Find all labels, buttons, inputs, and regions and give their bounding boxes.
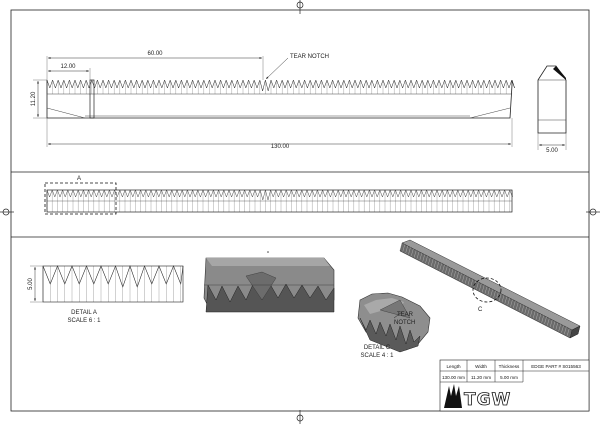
tear-notch-label: TEAR NOTCH	[290, 54, 329, 60]
iso-detail	[203, 251, 335, 313]
title-block: Length Width Thickness 130.00 mm 11.20 m…	[439, 359, 590, 412]
tb-value-thickness: 5.00 mm	[500, 375, 518, 380]
detail-c-tear-2: NOTCH	[394, 320, 415, 326]
serration-path	[42, 266, 181, 302]
detail-a-teeth	[42, 265, 184, 302]
detail-a-scale: SCALE 6 : 1	[67, 318, 101, 324]
dim-130: 130.00	[271, 144, 290, 150]
detail-c-circle	[472, 277, 502, 303]
detail-c-scale: SCALE 4 : 1	[360, 353, 394, 359]
marker-a: A	[77, 176, 81, 182]
logo-text: TGW	[464, 390, 511, 410]
detail-a: 5.00 DETAIL A SCALE 6 : 1	[28, 265, 184, 324]
serration-path	[46, 189, 513, 201]
detail-c-tear-1: TEAR	[397, 312, 414, 318]
dim-60: 60.00	[147, 51, 163, 57]
top-view-bevel	[46, 107, 511, 119]
dim-12: 12.00	[60, 64, 76, 70]
serration-path	[42, 265, 184, 288]
tb-value-length: 130.00 mm	[442, 375, 465, 380]
end-piece-marker	[89, 79, 95, 119]
top-view-teeth	[46, 79, 515, 94]
tb-header-length: Length	[446, 364, 460, 369]
isometric-view: C	[399, 239, 581, 339]
tb-part-number: EDGE PART # S015563	[531, 364, 581, 369]
sheet-border	[10, 9, 590, 412]
dim-11-20: 11.20	[31, 91, 37, 106]
detail-a-dim: 5.00	[28, 278, 34, 290]
dim-5: 5.00	[546, 148, 558, 154]
detail-c-leader	[393, 311, 403, 319]
top-view-outline	[46, 80, 513, 119]
front-view: A	[44, 176, 513, 215]
iso-bar-teeth	[399, 242, 573, 338]
tb-value-width: 11.20 mm	[471, 375, 491, 380]
end-view: 5.00	[537, 65, 567, 154]
iso-detail-teeth	[205, 281, 335, 313]
marker-c: C	[478, 307, 483, 313]
detail-a-outline	[42, 265, 184, 303]
detail-a-box	[44, 182, 117, 215]
top-view: 60.00 12.00 TEAR NOTCH 11.20 130.00	[31, 51, 515, 150]
detail-c: TEAR NOTCH DETAIL C SCALE 4 : 1	[357, 292, 431, 359]
detail-c-title: DETAIL C	[364, 345, 391, 351]
tear-notch-leader	[265, 57, 289, 80]
tb-header-width: Width	[475, 364, 487, 369]
end-view-chamfer	[553, 66, 566, 80]
detail-a-title: DETAIL A	[71, 310, 97, 316]
tb-header-thickness: Thickness	[499, 364, 520, 369]
tgw-logo: TGW	[444, 384, 520, 410]
